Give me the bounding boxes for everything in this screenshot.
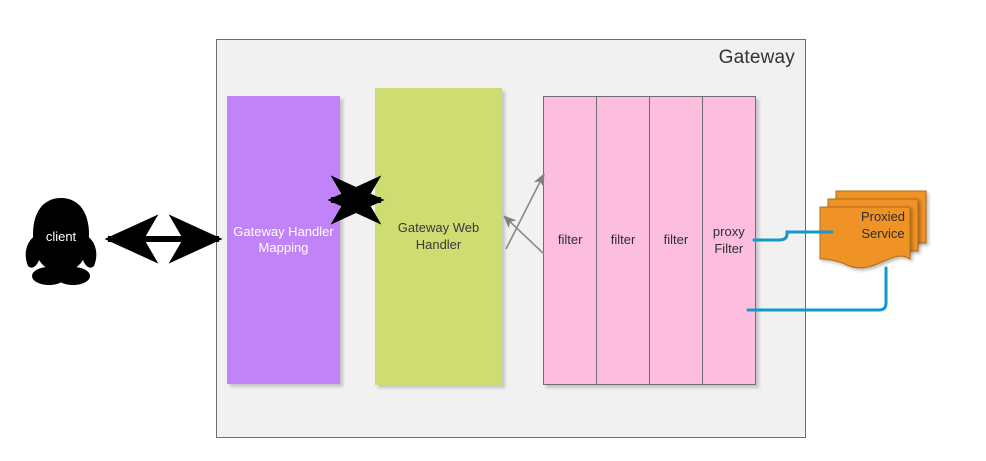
node-gateway-handler-mapping-label: Gateway Handler Mapping [233, 224, 333, 257]
label-line-2: Filter [714, 240, 744, 256]
label-line-2: Handler [415, 236, 462, 252]
penguin-icon [25, 198, 97, 285]
node-gateway-handler-mapping[interactable]: Gateway Handler Mapping [227, 96, 340, 384]
filter-chain: filter filter filter proxy Filter [543, 96, 756, 385]
client-node[interactable]: client [22, 196, 100, 288]
proxied-service-shape [819, 190, 927, 269]
node-gateway-web-handler-label: Gateway Web Handler [398, 220, 479, 253]
filter-cell-proxy-filter[interactable]: proxy Filter [701, 96, 756, 385]
gateway-title: Gateway [718, 47, 795, 68]
label-line-1: filter [557, 232, 583, 248]
filter-cell-3-label: filter [664, 232, 689, 248]
label-line-1: filter [663, 232, 689, 248]
filter-cell-2-label: filter [611, 232, 636, 248]
filter-cell-proxy-filter-label: proxy Filter [713, 224, 745, 257]
filter-cell-2[interactable]: filter [595, 96, 651, 385]
label-line-1: Gateway Handler [233, 223, 334, 239]
label-line-2: Mapping [258, 240, 309, 255]
filter-cell-3[interactable]: filter [648, 96, 704, 385]
label-line-1: Gateway Web [397, 220, 480, 236]
filter-cell-1[interactable]: filter [543, 96, 598, 385]
node-gateway-web-handler[interactable]: Gateway Web Handler [375, 88, 502, 385]
filter-cell-1-label: filter [558, 232, 583, 248]
label-line-1: filter [610, 232, 636, 248]
label-line-1: proxy [712, 224, 745, 240]
proxied-service-node[interactable]: Proxied Service [819, 190, 940, 269]
